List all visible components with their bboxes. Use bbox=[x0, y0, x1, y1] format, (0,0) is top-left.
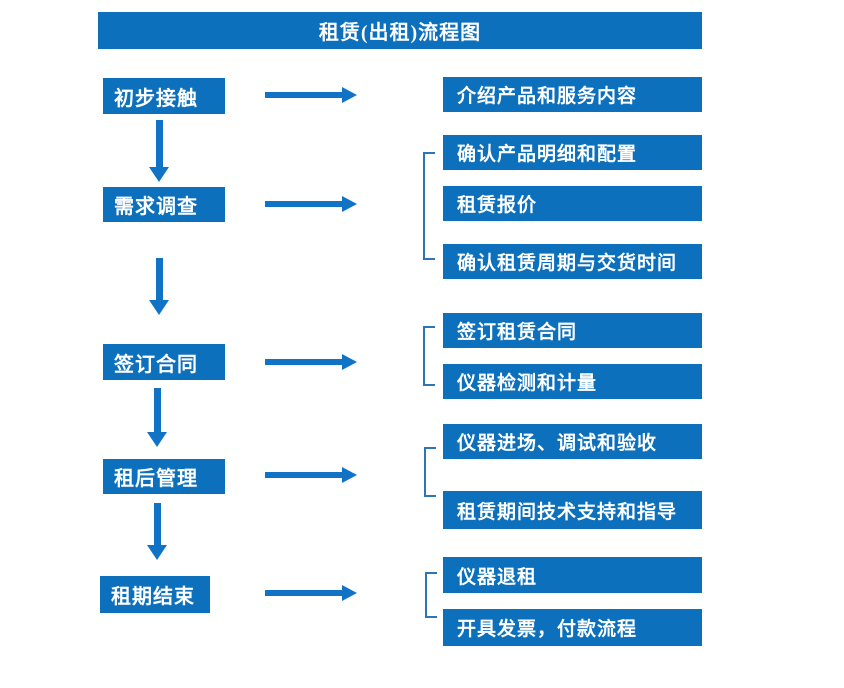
detail-box-sign-rental-contract: 签订租赁合同 bbox=[443, 313, 702, 348]
step-box-rental-end: 租期结束 bbox=[100, 576, 210, 613]
bracket-sign-contract-group bbox=[423, 326, 435, 386]
detail-box-instrument-arrival-debug-acceptance: 仪器进场、调试和验收 bbox=[443, 424, 702, 459]
right-arrow-row4-icon bbox=[265, 467, 357, 483]
step-box-demand-survey: 需求调查 bbox=[103, 187, 225, 222]
down-arrow-step3-4-icon bbox=[147, 388, 167, 447]
detail-box-instrument-return: 仪器退租 bbox=[443, 557, 702, 593]
down-arrow-step1-2-icon bbox=[149, 120, 169, 182]
detail-box-confirm-rental-period-delivery: 确认租赁周期与交货时间 bbox=[443, 244, 702, 279]
right-arrow-row5-icon bbox=[265, 585, 357, 601]
down-arrow-step2-3-icon bbox=[149, 258, 169, 315]
bracket-demand-survey-group bbox=[423, 152, 435, 260]
right-arrow-row1-icon bbox=[265, 87, 357, 103]
detail-box-instrument-inspection-metering: 仪器检测和计量 bbox=[443, 364, 702, 399]
step-box-initial-contact: 初步接触 bbox=[103, 78, 225, 114]
detail-box-confirm-product-details-config: 确认产品明细和配置 bbox=[443, 135, 702, 170]
detail-box-introduce-products-services: 介绍产品和服务内容 bbox=[443, 77, 702, 112]
down-arrow-step4-5-icon bbox=[147, 503, 167, 560]
right-arrow-row3-icon bbox=[265, 354, 357, 370]
right-arrow-row2-icon bbox=[265, 196, 357, 212]
bracket-rental-end-group bbox=[425, 572, 437, 618]
flowchart-title: 租赁(出租)流程图 bbox=[98, 12, 702, 49]
step-box-post-rental-management: 租后管理 bbox=[103, 459, 225, 494]
detail-box-rental-quotation: 租赁报价 bbox=[443, 186, 702, 221]
detail-box-invoice-payment-process: 开具发票，付款流程 bbox=[443, 609, 702, 646]
step-box-sign-contract: 签订合同 bbox=[103, 344, 225, 380]
bracket-post-rental-group bbox=[424, 447, 436, 497]
detail-box-technical-support-guidance: 租赁期间技术支持和指导 bbox=[443, 491, 702, 529]
